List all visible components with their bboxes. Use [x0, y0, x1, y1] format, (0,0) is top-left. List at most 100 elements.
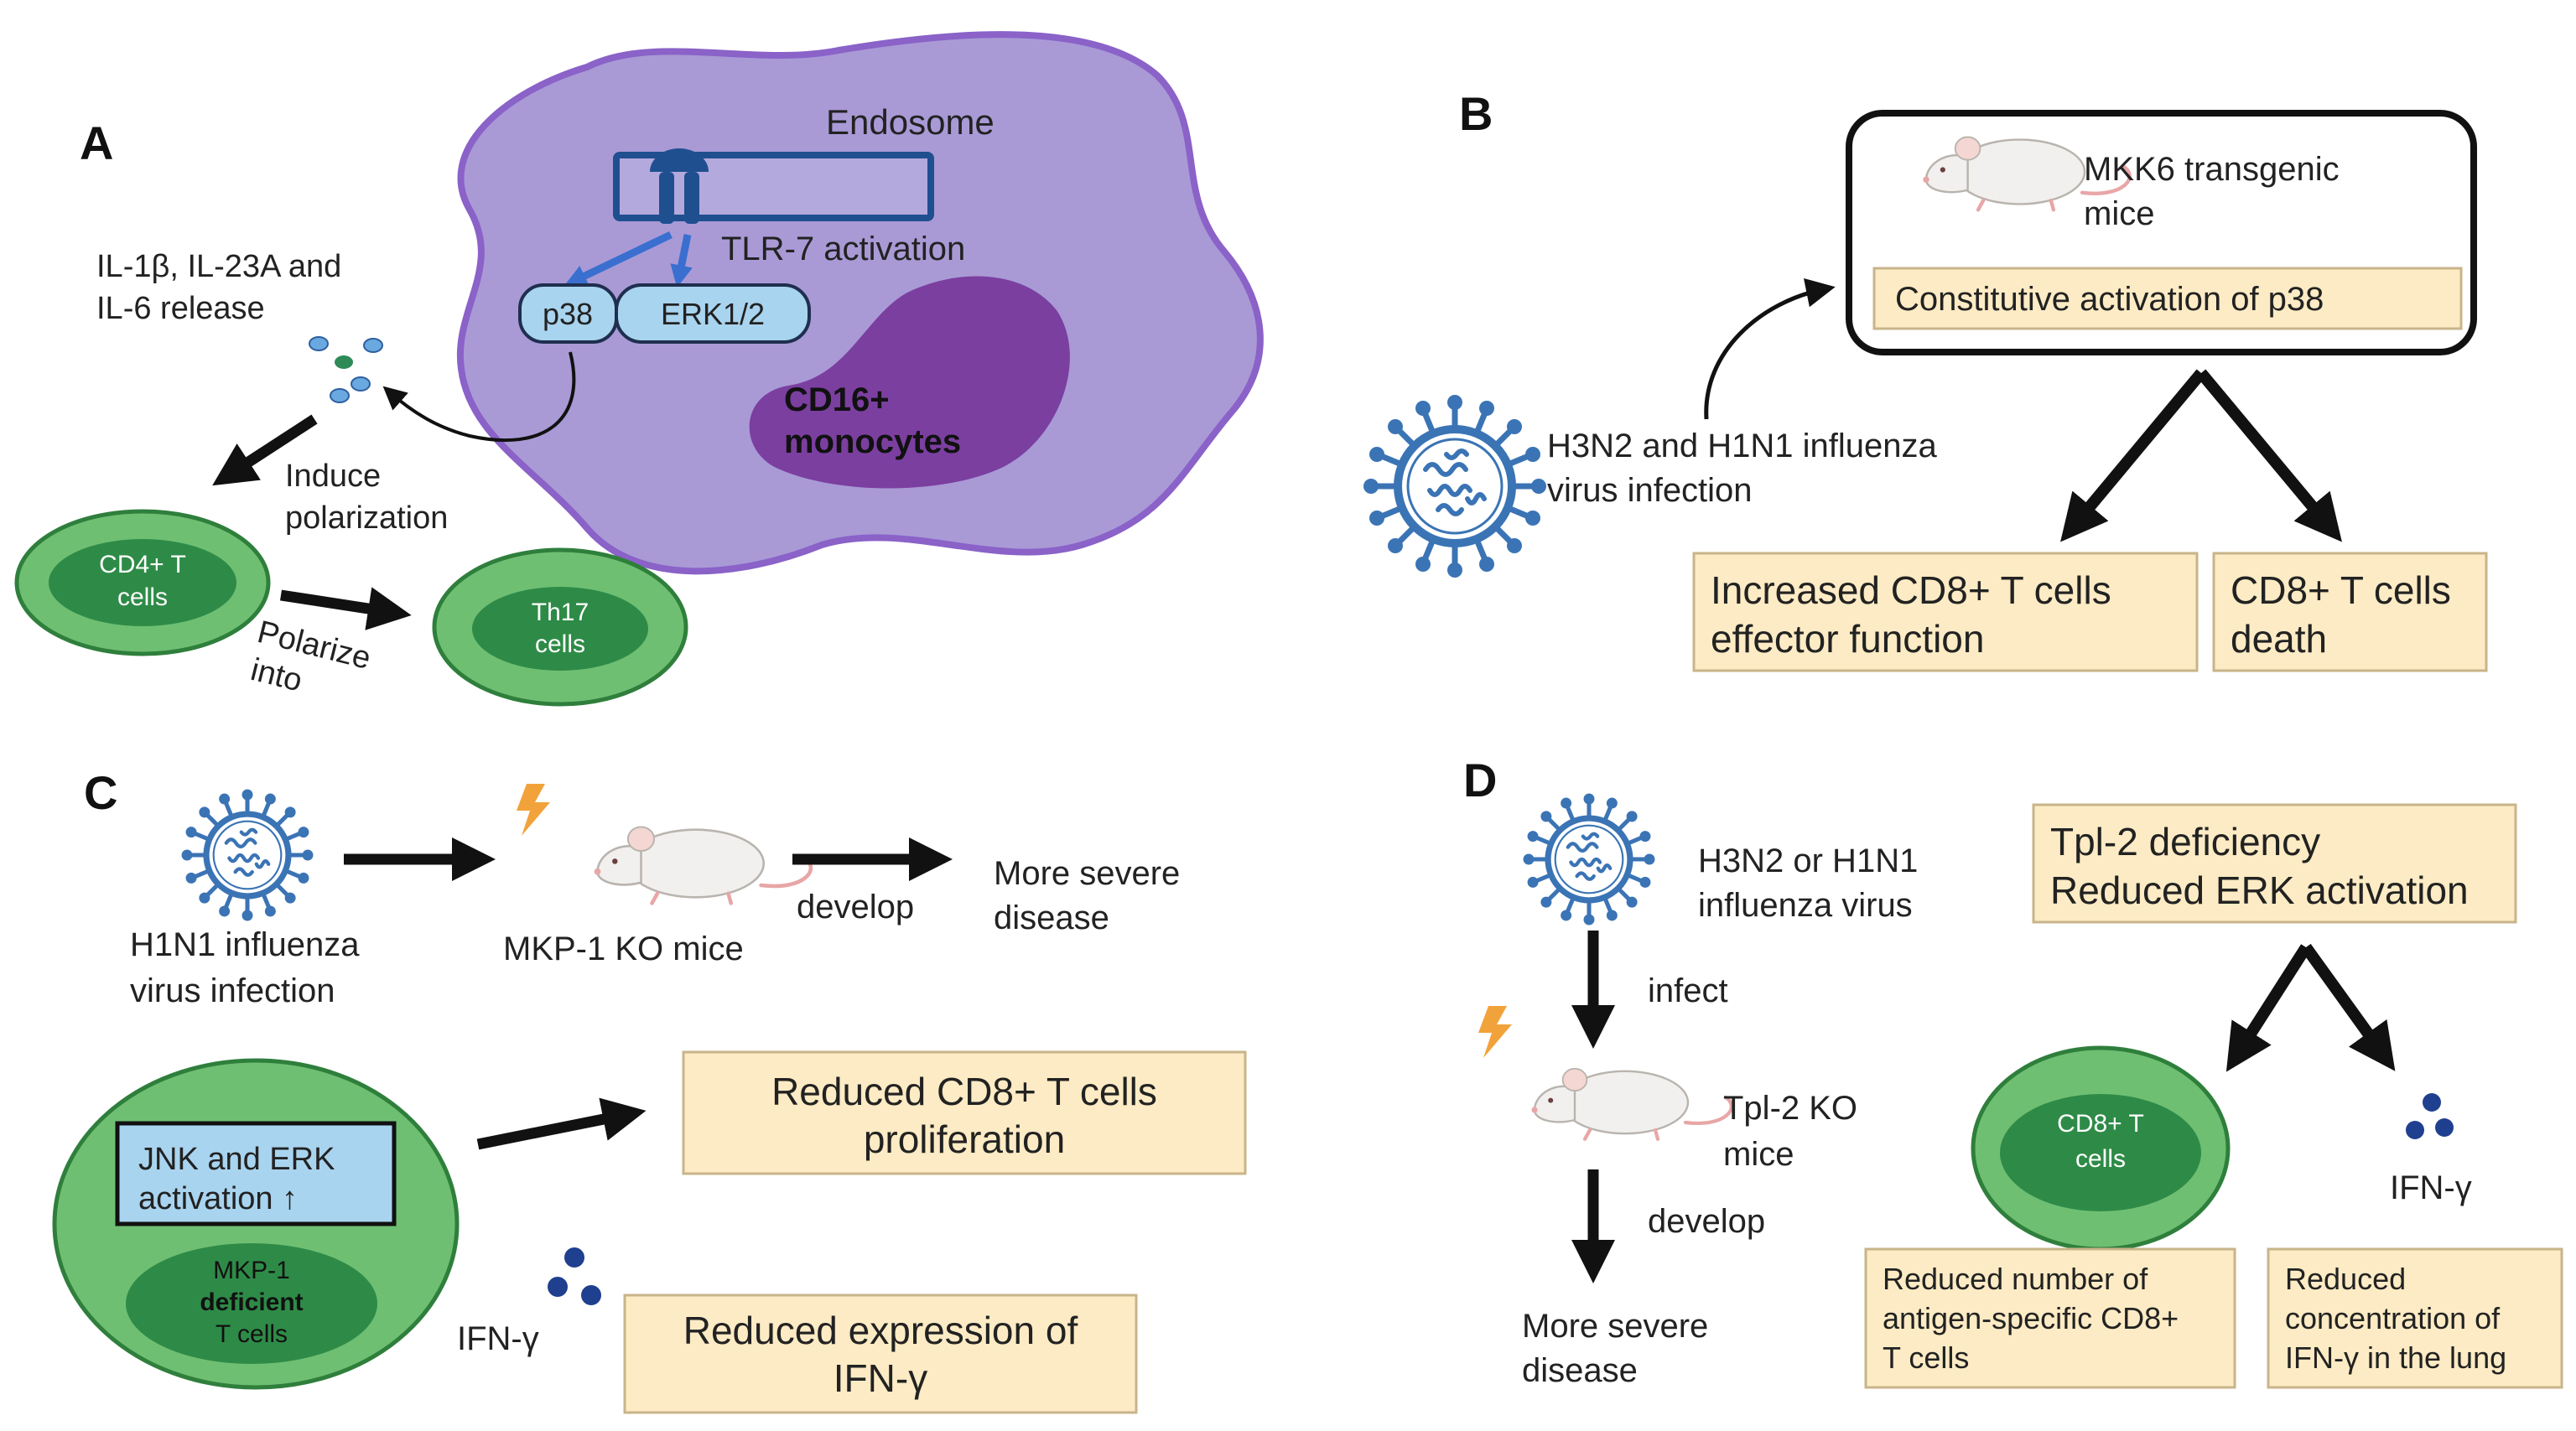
expr-label-line2: IFN-γ — [834, 1356, 927, 1400]
h1n1-virus-icon — [182, 790, 314, 921]
panel-d-letter: D — [1463, 754, 1497, 806]
th17-label-line2: cells — [535, 630, 585, 658]
c-ifn-label: IFN-γ — [457, 1320, 539, 1357]
c-severe-label-line1: More severe — [994, 855, 1180, 892]
induce-polarization-arrow — [212, 414, 318, 486]
tlr7-to-erk-arrow — [670, 234, 693, 288]
induce-label-line2: polarization — [285, 500, 448, 536]
th17-label-line1: Th17 — [532, 599, 589, 626]
reduced-expression-box — [623, 1294, 1138, 1414]
panel-a-letter: A — [80, 117, 113, 169]
p38-to-cytokines-arrow — [382, 351, 576, 443]
prolif-label-line2: proliferation — [864, 1117, 1065, 1161]
d-severe-label-line2: disease — [1522, 1352, 1638, 1389]
cd8-t-cell-nucleus — [2000, 1094, 2201, 1211]
conc-label-line3: IFN-γ in the lung — [2285, 1340, 2506, 1375]
influenza-virus-icon — [1363, 395, 1546, 578]
c-develop-label: develop — [797, 889, 914, 925]
panel-d: D H3N2 or H1N1 influenza virus infect Tp… — [1463, 754, 2563, 1389]
mkp1-mouse-icon — [595, 827, 811, 903]
d-severe-label-line1: More severe — [1522, 1308, 1708, 1345]
d-lightning-icon — [1478, 1006, 1512, 1058]
cytokine-dots — [309, 336, 383, 403]
panel-c-letter: C — [84, 766, 117, 819]
tpl-label-line1: Tpl-2 deficiency — [2050, 820, 2320, 863]
panel-b: B MKK6 transgenic mice Constitutive acti… — [1363, 87, 2488, 672]
effector-label-line1: Increased CD8+ T cells — [1711, 568, 2111, 612]
tlr7-to-p38-arrow — [564, 231, 673, 287]
reduced-concentration-box — [2267, 1247, 2563, 1389]
jnk-label-line2: activation ↑ — [138, 1181, 298, 1216]
tpl2-mouse-icon — [1531, 1069, 1731, 1139]
d-virus-icon — [1524, 794, 1655, 925]
reduced-number-box — [1864, 1247, 2236, 1389]
monocyte-label-line2: monocytes — [784, 423, 961, 460]
polarize-into-arrow — [280, 587, 412, 630]
constitutive-p38-label: Constitutive activation of p38 — [1895, 281, 2324, 318]
d-virus-label-line1: H3N2 or H1N1 — [1698, 843, 1918, 879]
cd4-t-cell-nucleus — [49, 539, 236, 626]
tpl2-deficiency-box — [2032, 803, 2517, 924]
mkk6-mice-label-line2: mice — [2084, 195, 2154, 232]
d-mice-label-line1: Tpl-2 KO — [1723, 1090, 1857, 1127]
conc-label-line2: concentration of — [2285, 1301, 2501, 1335]
panel-b-letter: B — [1459, 87, 1493, 140]
death-label-line2: death — [2231, 617, 2327, 661]
tpl-label-line2: Reduced ERK activation — [2050, 868, 2469, 912]
c-severe-label-line2: disease — [994, 900, 1109, 936]
th17-cell-nucleus — [472, 587, 648, 671]
prolif-label-line1: Reduced CD8+ T cells — [771, 1070, 1157, 1113]
tlr7-label: TLR-7 activation — [721, 231, 965, 267]
jnk-erk-activation-box — [115, 1121, 397, 1226]
panel-c: C H1N1 influenza virus infection MKP-1 K… — [52, 766, 1247, 1414]
mkp1-cell-label-line3: T cells — [216, 1320, 288, 1348]
death-label-line1: CD8+ T cells — [2231, 568, 2451, 612]
c-virus-label-line2: virus infection — [130, 972, 335, 1009]
constitutive-p38-box — [1872, 267, 2463, 330]
conc-label-line1: Reduced — [2285, 1262, 2406, 1296]
d-to-cd8-arrow — [2225, 944, 2311, 1072]
mkp1-cell-label-line1: MKP-1 — [213, 1257, 290, 1284]
d-ifn-label: IFN-γ — [2390, 1169, 2472, 1206]
reduced-proliferation-box — [682, 1050, 1247, 1175]
erk-label: ERK1/2 — [661, 297, 765, 331]
number-label-line1: Reduced number of — [1883, 1262, 2148, 1296]
cytokines-label-line1: IL-1β, IL-23A and — [96, 249, 341, 284]
virus-label-line2: virus infection — [1547, 472, 1753, 509]
number-label-line3: T cells — [1883, 1340, 1969, 1375]
d-to-ifn-arrow — [2301, 943, 2396, 1071]
monocyte-nucleus — [749, 276, 1070, 489]
c-ifn-gamma-dots — [548, 1247, 601, 1305]
mkk6-mice-label-line1: MKK6 transgenic — [2084, 151, 2340, 188]
induce-label-line1: Induce — [285, 459, 381, 494]
d-infect-label: infect — [1648, 972, 1728, 1009]
mkp1-cell-label-line2: deficient — [200, 1288, 303, 1316]
endosome-label: Endosome — [826, 102, 995, 142]
to-death-arrow — [2196, 369, 2342, 542]
effector-label-line2: effector function — [1711, 617, 1984, 661]
mkp1-cell-nucleus — [126, 1243, 377, 1364]
d-mice-label-line2: mice — [1723, 1136, 1794, 1173]
cd4-label-line2: cells — [117, 583, 168, 611]
c-to-proliferation-arrow — [476, 1097, 647, 1150]
cd8-label-line1: CD8+ T — [2057, 1110, 2144, 1138]
p38-label: p38 — [543, 297, 593, 331]
c-lightning-icon — [517, 784, 550, 836]
erk-kinase — [615, 283, 811, 344]
d-virus-label-line2: influenza virus — [1698, 887, 1913, 924]
to-effector-arrow — [2060, 369, 2206, 542]
jnk-label-line1: JNK and ERK — [138, 1142, 335, 1177]
mkp1-mice-label: MKP-1 KO mice — [503, 931, 744, 967]
cd8-label-line2: cells — [2075, 1145, 2126, 1173]
d-ifn-gamma-dots — [2406, 1093, 2454, 1139]
virus-to-mice-arrow — [1704, 277, 1836, 420]
d-develop-label: develop — [1648, 1203, 1765, 1240]
number-label-line2: antigen-specific CD8+ — [1883, 1301, 2179, 1335]
expr-label-line1: Reduced expression of — [683, 1309, 1078, 1352]
virus-label-line1: H3N2 and H1N1 influenza — [1547, 428, 1937, 464]
c-virus-label-line1: H1N1 influenza — [130, 926, 360, 963]
effector-function-box — [1692, 552, 2199, 672]
monocyte-label-line1: CD16+ — [784, 381, 890, 418]
panel-a: A Endosome TLR-7 activation p38 ERK1/2 — [14, 31, 1264, 707]
